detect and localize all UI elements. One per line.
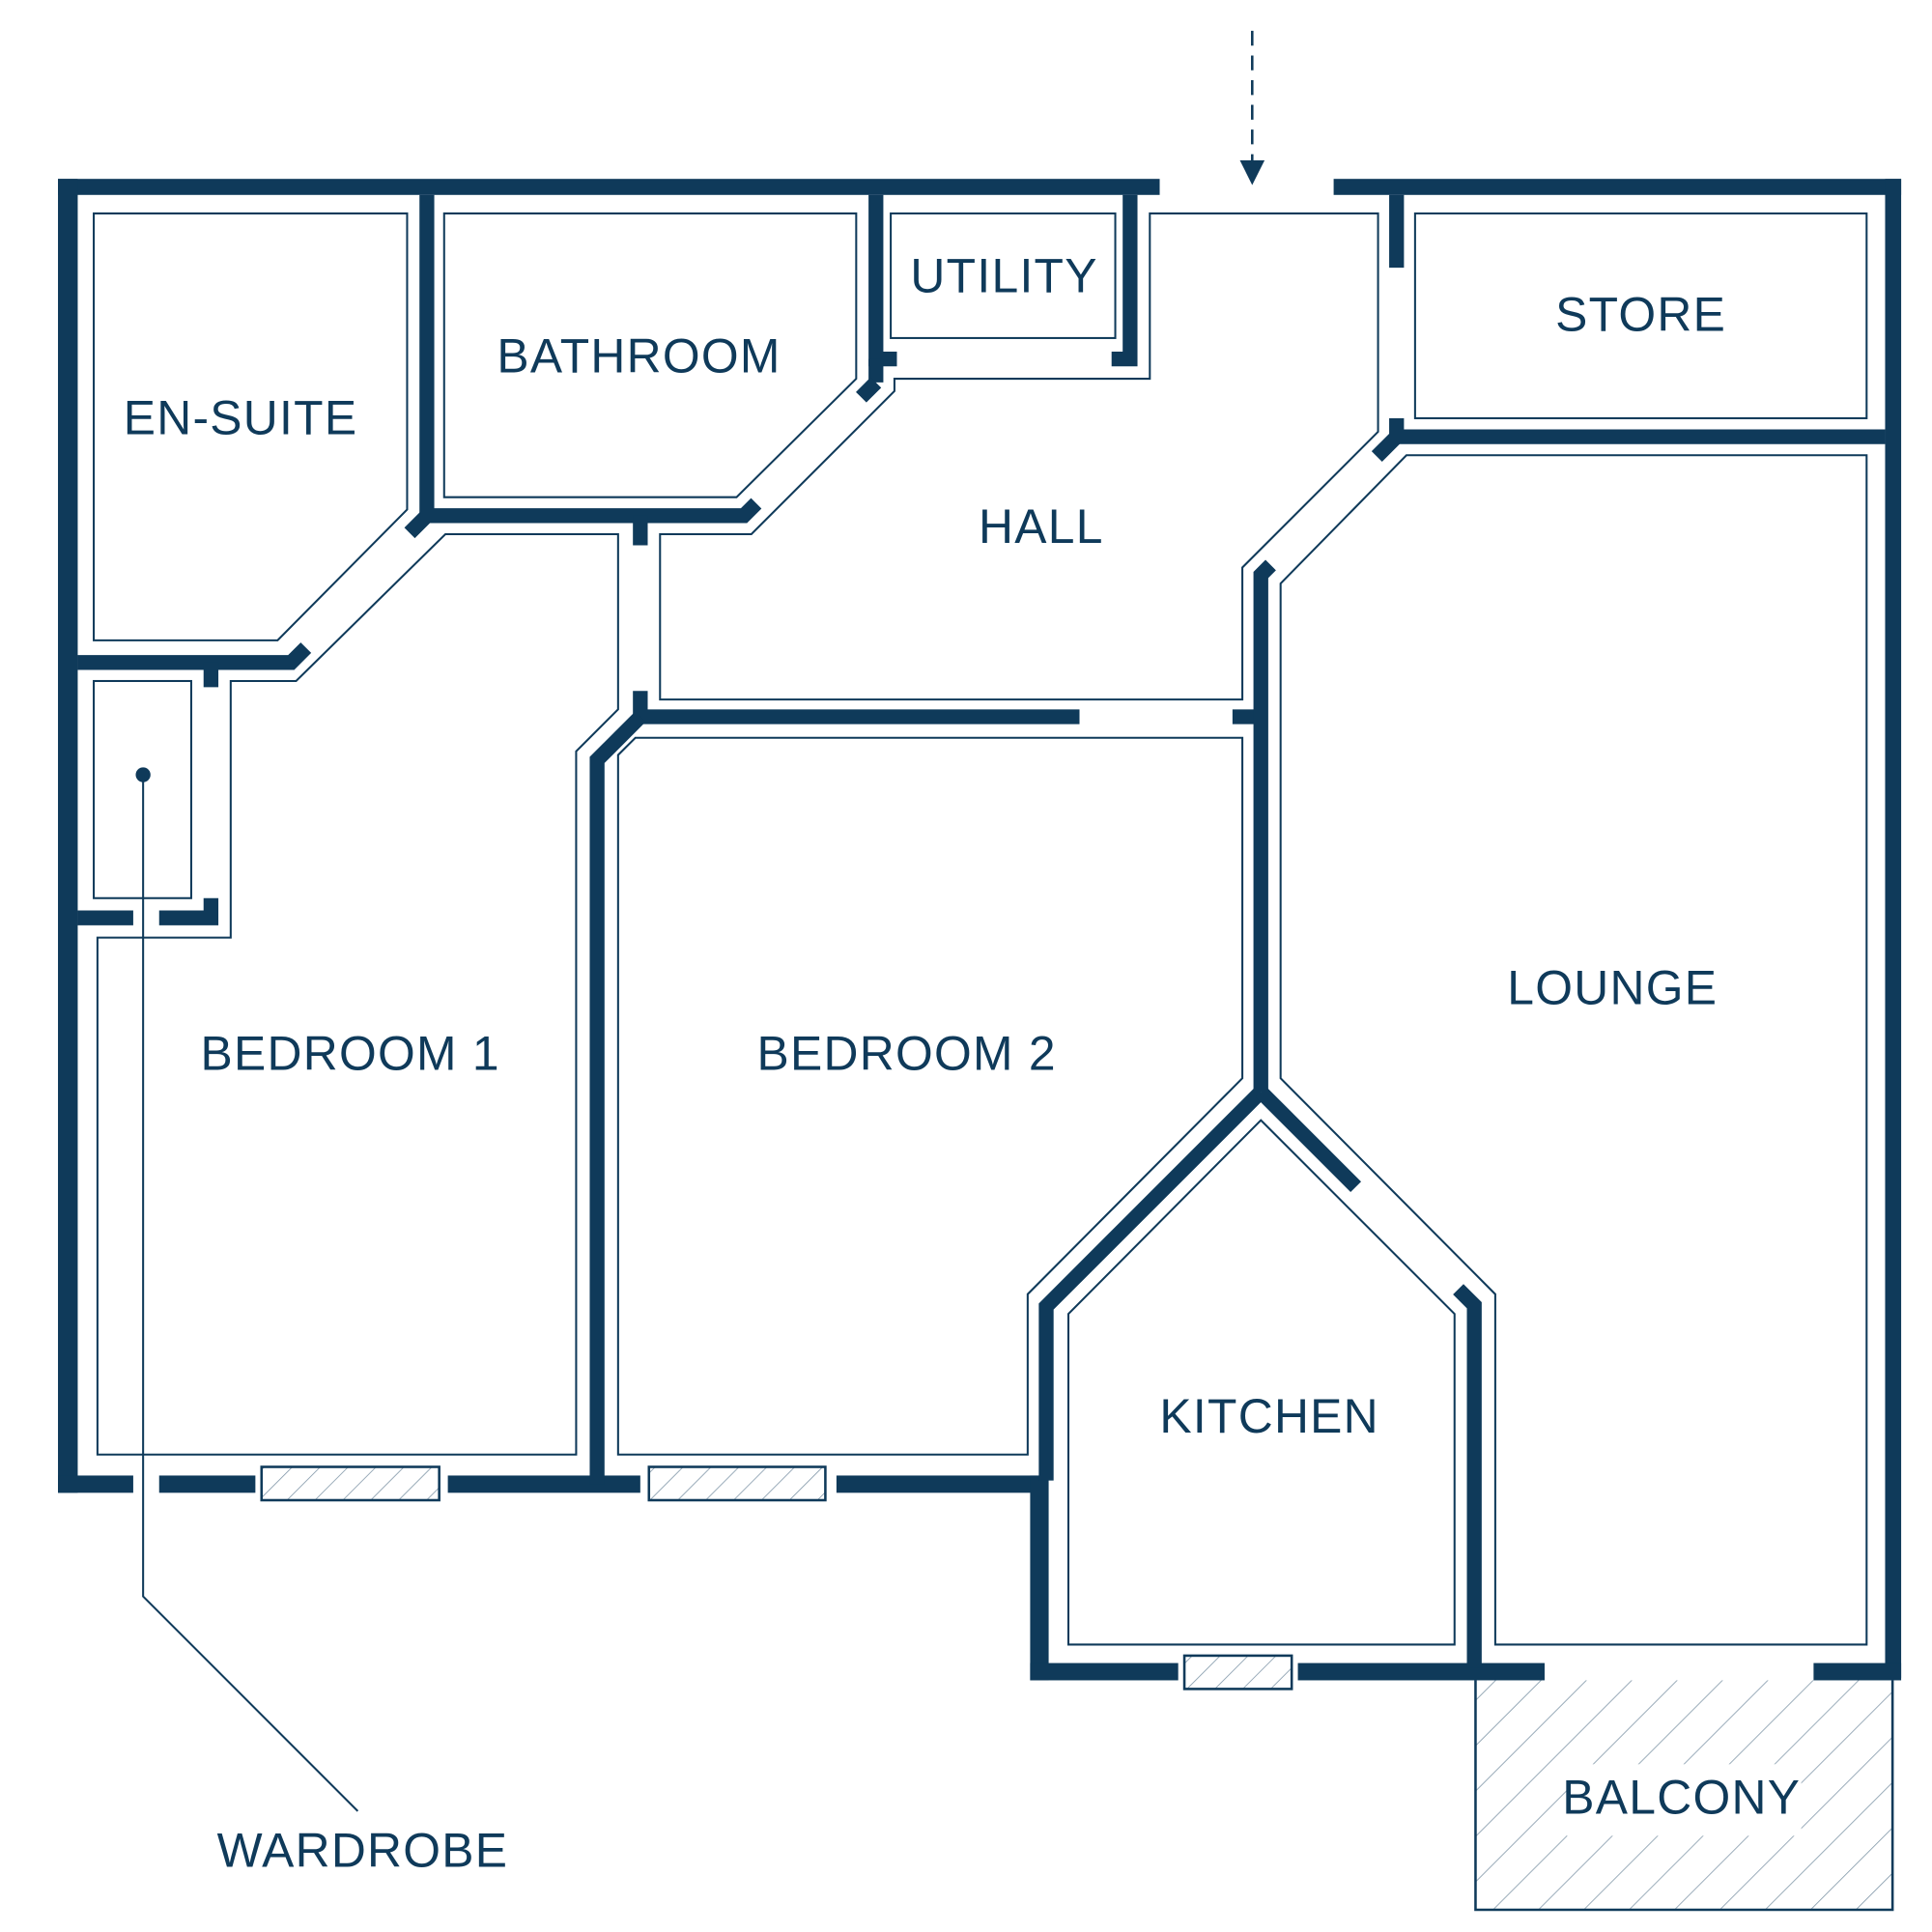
balcony	[1474, 1680, 1894, 1912]
exterior-walls	[58, 179, 1902, 1681]
room-label-bedroom-1: BEDROOM 1	[201, 1026, 500, 1080]
room-label-bedroom-2: BEDROOM 2	[757, 1026, 1057, 1080]
room-label-hall: HALL	[979, 499, 1104, 554]
room-label-kitchen: KITCHEN	[1159, 1389, 1379, 1443]
room-label-lounge: LOUNGE	[1507, 961, 1718, 1015]
wardrobe-callout	[135, 767, 359, 1812]
room-label-balcony: BALCONY	[1562, 1770, 1801, 1824]
callout-label-wardrobe: WARDROBE	[217, 1823, 509, 1877]
room-label-utility: UTILITY	[910, 249, 1097, 303]
interior-walls	[77, 194, 1886, 1668]
room-label-en-suite: EN-SUITE	[124, 391, 358, 445]
windows	[260, 1465, 1293, 1690]
room-label-bathroom: BATHROOM	[497, 329, 781, 384]
room-label-store: STORE	[1555, 287, 1726, 341]
room-outlines	[93, 212, 1868, 1646]
